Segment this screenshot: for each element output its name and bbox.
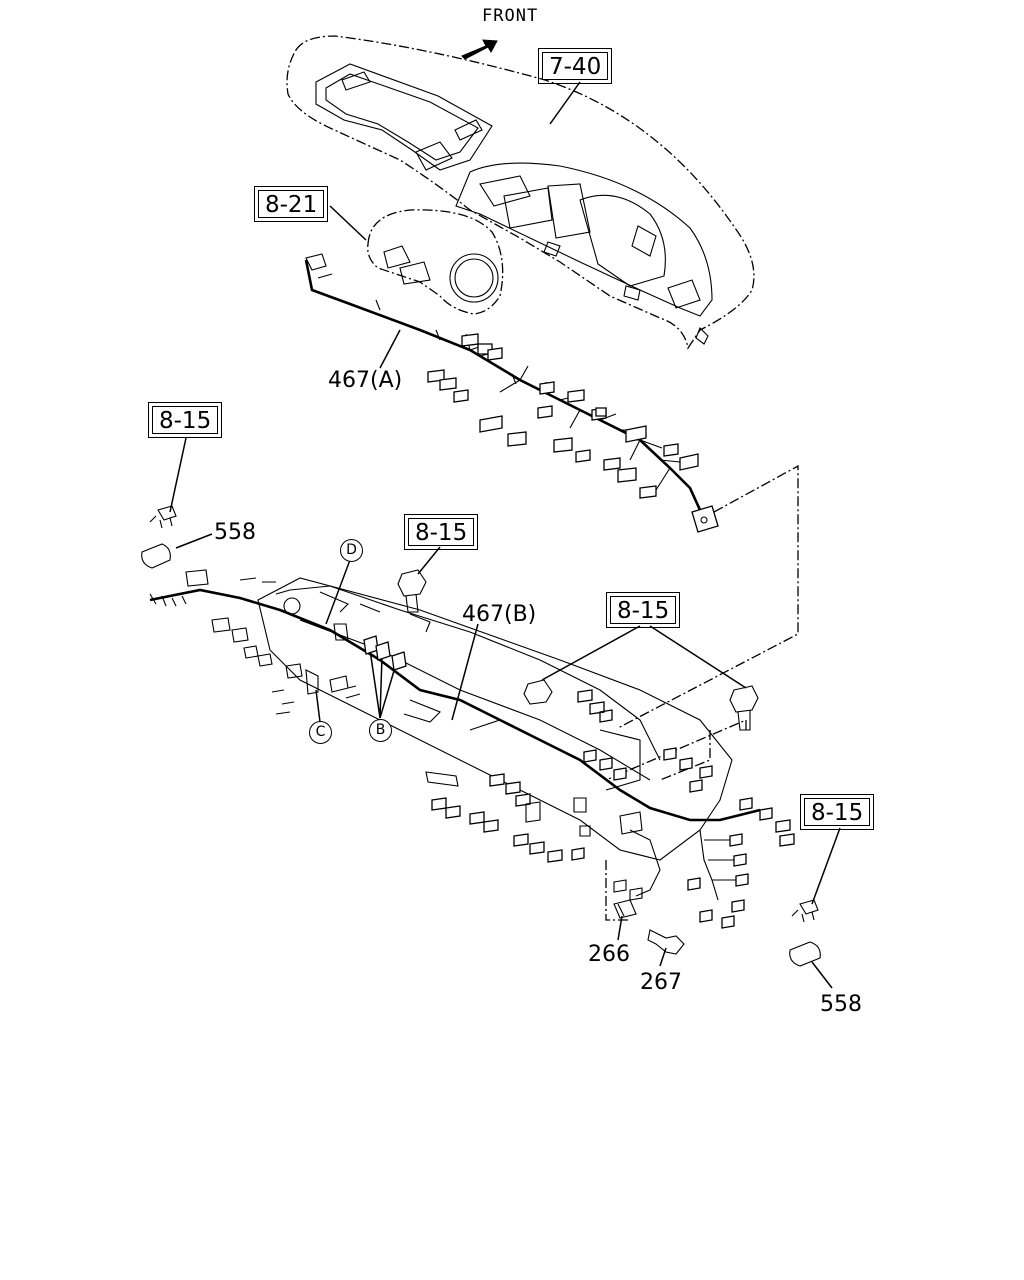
label-bracket: 266 [588,942,630,967]
bolt-center [397,569,427,613]
label-harness-b: 467(B) [462,602,537,627]
ref-box-clip-upper: 8-15 [147,402,223,438]
harness-467b-assembly [149,569,795,929]
ref-box-meter: 8-21 [253,186,329,222]
instrument-panel [286,35,755,350]
label-harness-a: 467(A) [328,368,403,393]
clip-upper-left [149,505,177,529]
bracket-266 [613,899,637,919]
front-direction-label: FRONT [482,6,539,26]
label-bolt: 267 [640,970,682,995]
bolt-right [729,685,759,731]
nut-center-right [523,679,553,705]
clip-lower-right [791,899,819,923]
marker-b: B [369,719,392,742]
meter-cluster [367,209,504,315]
ref-box-clip-lower: 8-15 [799,794,875,830]
label-cap-left: 558 [214,520,256,545]
ref-box-nut: 8-15 [605,592,681,628]
ref-box-dashboard: 7-40 [537,48,613,84]
label-cap-right: 558 [820,992,862,1017]
arrow-icon [461,39,498,60]
marker-d: D [340,539,363,562]
harness-467a [304,253,719,533]
cap-558-left [141,543,171,569]
marker-c: C [309,721,332,744]
ref-box-bolt-center: 8-15 [403,514,479,550]
cap-558-right [789,941,821,967]
bolt-267 [647,929,685,955]
